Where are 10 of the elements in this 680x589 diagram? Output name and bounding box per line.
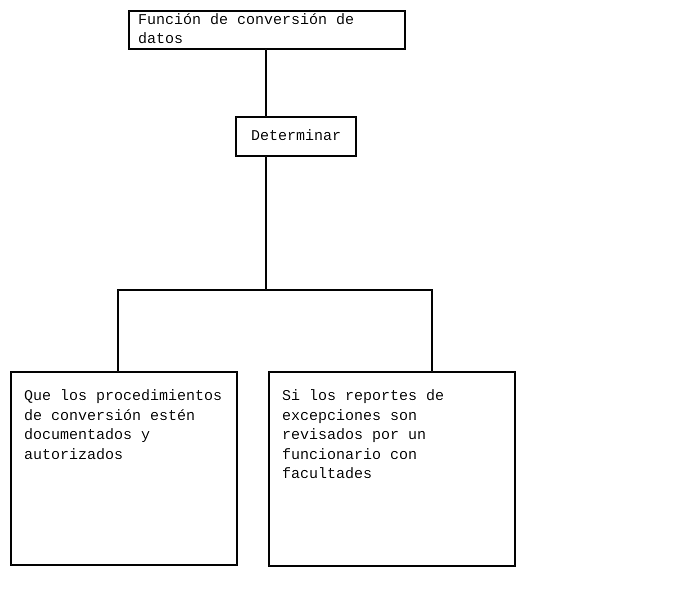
connector-line: [265, 157, 433, 371]
text-box: [10, 371, 238, 566]
box-text: Función de conversión de datos: [138, 10, 356, 50]
box-text: Determinar: [250, 126, 341, 146]
text-box: [268, 371, 516, 567]
box-text: Que los procedimientos de conversión estén documentados y autorizados: [24, 387, 224, 465]
text-box: [128, 10, 406, 50]
box-text: Si los reportes de excepciones son revisados por un funcionario con facultades: [282, 387, 446, 484]
connector-line: [265, 50, 267, 116]
text-box: [235, 116, 357, 157]
